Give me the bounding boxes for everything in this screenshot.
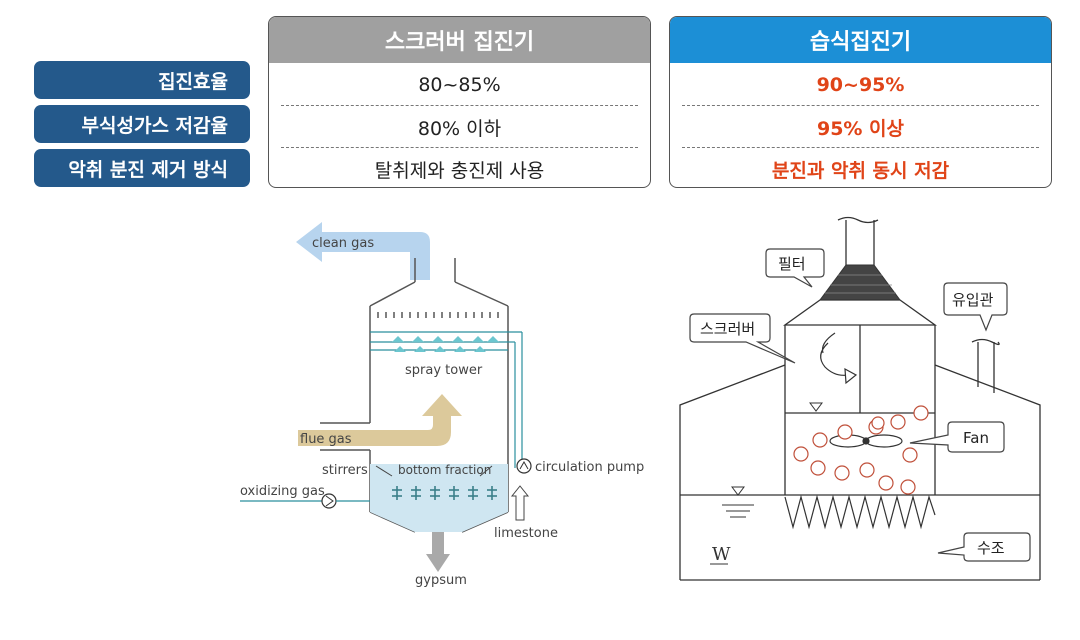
filter-label: 필터 (778, 255, 806, 273)
bottom-fraction-label: bottom fraction (398, 463, 491, 477)
scrubber-diagram-label: 스크러버 (700, 320, 755, 338)
callout-inlet: 유입관 (943, 282, 1008, 332)
fan-symbol (829, 434, 903, 448)
flow-arrow-top (821, 332, 836, 354)
circulation-pump-label: circulation pump (535, 460, 644, 475)
wet-removal-method: 분진과 악취 동시 저감 (771, 159, 950, 182)
scrubber-gas-reduction: 80% 이하 (281, 107, 638, 148)
oxidizing-gas-valve-icon (325, 495, 334, 507)
inlet-pipe (971, 338, 1000, 393)
filter-hood (782, 299, 938, 326)
limestone-arrow (510, 485, 530, 521)
gypsum-label: gypsum (415, 573, 467, 588)
filter-mesh (819, 264, 901, 301)
water-level-marker-lower (731, 486, 745, 496)
demister (377, 312, 499, 318)
chimney (837, 216, 879, 265)
spray-tower-diagram: clean gas spray tow (240, 222, 644, 588)
callout-scrubber: 스크러버 (689, 313, 796, 364)
spray-nozzles (392, 336, 499, 352)
water-symbol: W (712, 544, 731, 565)
circulation-pump-symbol (516, 458, 532, 474)
stirrers-pointer (375, 465, 393, 477)
inlet-label: 유입관 (952, 291, 994, 309)
packing-media (784, 494, 936, 530)
building-outline (679, 325, 1041, 581)
flow-arrowhead (844, 367, 858, 385)
stirrers-label: stirrers (322, 463, 368, 478)
wet-collector-panel: 습식집진기 90~95% 95% 이상 분진과 악취 동시 저감 (669, 16, 1052, 188)
gypsum-arrow (426, 532, 450, 572)
spray-tower-label: spray tower (405, 363, 483, 378)
wet-collector-panel-title: 습식집진기 (670, 17, 1051, 63)
wet-gas-reduction: 95% 이상 (682, 107, 1039, 148)
fan-label: Fan (963, 429, 989, 447)
clean-gas-arrow (296, 222, 430, 280)
row-label-removal-method: 악취 분진 제거 방식 (34, 149, 250, 187)
stirrers-blades (392, 486, 497, 500)
callout-fan: Fan (909, 421, 1005, 453)
flow-arrow (820, 342, 849, 376)
scrubber-panel: 스크러버 집진기 80~85% 80% 이하 탈취제와 충진제 사용 (268, 16, 651, 188)
wet-efficiency: 90~95% (682, 65, 1039, 106)
row-label-corrosive-gas: 부식성가스 저감율 (34, 105, 250, 143)
callout-tank: 수조 (937, 532, 1031, 562)
row-label-efficiency: 집진효율 (34, 61, 250, 99)
circulation-pump-icon (519, 460, 529, 470)
wet-collector-diagram: W 필터 유입관 스크러버 Fan 수조 (679, 216, 1041, 581)
absorber-liquid (370, 464, 508, 532)
flue-gas-label: flue gas (300, 432, 352, 447)
water-level-lines (722, 504, 754, 518)
scrubber-panel-title: 스크러버 집진기 (269, 17, 650, 63)
limestone-label: limestone (494, 526, 558, 541)
water-level-marker-upper (809, 402, 823, 412)
callout-filter: 필터 (765, 248, 825, 288)
filter-mesh-pattern (825, 274, 896, 294)
bubbles (793, 405, 929, 495)
tank-label: 수조 (977, 539, 1005, 557)
clean-gas-label: clean gas (312, 236, 374, 251)
bottom-fraction-pointer (479, 465, 493, 477)
scrubber-efficiency: 80~85% (281, 65, 638, 106)
oxidizing-gas-label: oxidizing gas (240, 484, 325, 499)
scrubber-removal-method: 탈취제와 충진제 사용 (374, 159, 545, 182)
flue-gas-arrow (298, 394, 462, 446)
